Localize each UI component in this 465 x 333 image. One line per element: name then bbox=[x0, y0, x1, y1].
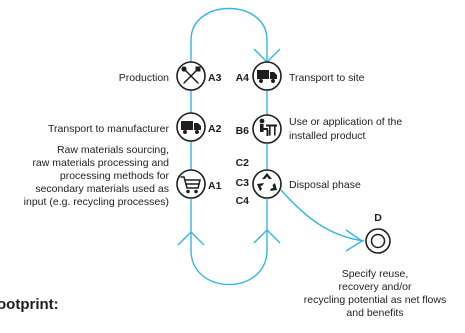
stage-c-code-c4: C4 bbox=[236, 195, 250, 207]
shopping-cart-icon bbox=[180, 176, 201, 194]
stage-c-code-c2: C2 bbox=[236, 157, 250, 169]
truck-icon bbox=[257, 70, 277, 83]
person-at-desk-icon bbox=[259, 118, 277, 136]
bottom-loop bbox=[190, 236, 268, 285]
stage-c-code-c3: C3 bbox=[236, 177, 250, 189]
stage-a1: Raw materials sourcing, raw materials pr… bbox=[24, 144, 222, 208]
stage-a1-label-line1: Raw materials sourcing, bbox=[57, 144, 169, 156]
stage-a2-code: A2 bbox=[208, 123, 222, 135]
stage-d-code: D bbox=[374, 212, 382, 224]
stage-a1-label-line4: secondary materials used as bbox=[35, 183, 169, 195]
flow-lines bbox=[177, 7, 365, 285]
stage-b6: B6 Use or application of the installed p… bbox=[236, 114, 402, 144]
stage-a1-code: A1 bbox=[208, 180, 222, 192]
footprint-heading: ootprint: bbox=[0, 296, 59, 313]
stage-b6-code: B6 bbox=[236, 125, 250, 137]
arrow-left-bottom bbox=[177, 231, 205, 246]
stage-d-label-line2: recovery and/or bbox=[339, 281, 412, 293]
arrow-to-d bbox=[345, 229, 364, 252]
stage-a4: A4 Transport to site bbox=[236, 61, 365, 91]
stage-d-label-line1: Specify reuse, bbox=[342, 268, 409, 280]
stage-d-label-line4: and benefits bbox=[346, 307, 403, 319]
stage-a4-label: Transport to site bbox=[289, 72, 365, 84]
stage-a3-code: A3 bbox=[208, 72, 222, 84]
stage-d-label-line3: recycling potential as net flows bbox=[304, 294, 446, 306]
stage-a2: Transport to manufacturer A2 bbox=[48, 112, 222, 142]
stage-a3-label: Production bbox=[119, 72, 169, 84]
circle-loop-icon bbox=[370, 233, 386, 249]
stage-a1-label-line2: raw materials processing and bbox=[32, 157, 169, 169]
stage-a2-label: Transport to manufacturer bbox=[48, 123, 169, 135]
stage-d-node bbox=[365, 228, 391, 254]
stage-b6-label-line2: installed product bbox=[289, 130, 366, 142]
stage-d: D Specify reuse, recovery and/or recycli… bbox=[304, 212, 446, 319]
top-loop bbox=[190, 7, 268, 74]
stage-c-label: Disposal phase bbox=[289, 179, 361, 191]
stage-a1-label-line3: processing methods for bbox=[60, 170, 170, 182]
stage-c: C2 C3 C4 Disposal phase bbox=[236, 157, 361, 207]
tools-icon bbox=[181, 66, 201, 84]
stage-a3: Production A3 bbox=[119, 61, 222, 91]
recycle-icon bbox=[257, 173, 277, 191]
stage-a1-label-line5: input (e.g. recycling processes) bbox=[24, 196, 169, 208]
arrow-right-bottom bbox=[253, 229, 281, 244]
truck-icon bbox=[181, 121, 201, 134]
stage-b6-label-line1: Use or application of the bbox=[289, 116, 402, 128]
stage-a4-code: A4 bbox=[236, 72, 250, 84]
branch-to-d bbox=[280, 189, 365, 242]
